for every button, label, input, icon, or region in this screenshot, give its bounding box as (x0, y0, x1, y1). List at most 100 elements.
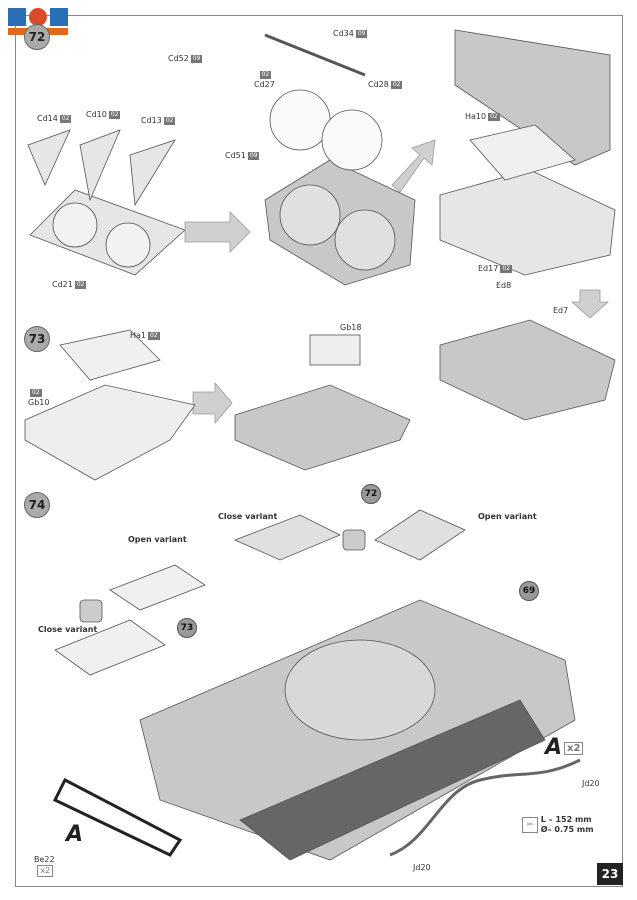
cd34-shaft (264, 33, 366, 77)
sprue-badge: 02 (74, 280, 87, 289)
ha10-grille (469, 124, 576, 181)
deck-assembled (234, 384, 411, 471)
cable-diameter: Ø– 0.75 mm (540, 825, 594, 834)
part-code: Ed17 (478, 264, 499, 273)
arrow-right-1 (184, 211, 251, 253)
deck-with-handles (439, 319, 616, 421)
page-frame (15, 15, 623, 887)
close-variant-label-top: Close variant (218, 512, 278, 521)
part-code: Cd10 (86, 110, 107, 119)
engine-deck-cover (454, 29, 611, 166)
part-code: Cd34 (333, 29, 354, 38)
part-code: Cd27 (254, 80, 275, 89)
track-link-loop (52, 777, 183, 857)
cd28-fan (321, 109, 383, 171)
part-code: Cd52 (168, 54, 189, 63)
part-label-jd20-left: Jd20 (413, 863, 431, 872)
tow-cable (389, 758, 581, 857)
sprue-badge: 09 (190, 54, 203, 63)
sprue-badge: 02 (259, 70, 272, 79)
part-label-ed7: Ed7 (553, 306, 569, 315)
part-code: Cd14 (37, 114, 58, 123)
part-label-jd20-right: Jd20 (582, 779, 600, 788)
gb10-plate (24, 384, 196, 481)
fan-ring-1 (279, 184, 341, 246)
sprue-badge: 02 (108, 110, 121, 119)
cd27-fan (269, 89, 331, 151)
callout-letter: A (545, 735, 563, 760)
ref-step-73: 73 (177, 618, 197, 638)
sprue-badge: 02 (30, 388, 42, 397)
sprue-badge: 02 (390, 80, 403, 89)
cd21-tray (29, 189, 186, 276)
part-code: Ha1 (130, 331, 147, 340)
sprue-badge: 09 (355, 29, 368, 38)
part-code: Gb10 (28, 398, 50, 407)
arrow-down (570, 289, 610, 319)
close-variant-label-left: Close variant (38, 625, 98, 634)
part-code: Be22 (34, 855, 55, 864)
ref-step-69: 69 (519, 581, 539, 601)
arrow-up-right (391, 139, 436, 193)
sprue-badge: 02 (59, 114, 72, 123)
close-variant-grille (54, 619, 166, 676)
track-callout: A (66, 822, 84, 847)
cd13-panel (129, 139, 176, 207)
swap-icon-v (79, 599, 103, 623)
sprue-badge: 02 (488, 112, 500, 121)
arrow-right-2 (192, 381, 233, 425)
open-variant-grille (109, 564, 206, 611)
sprue-badge: 02 (500, 264, 512, 273)
fan-left (52, 202, 98, 248)
step-74-marker: 74 (24, 492, 50, 518)
ha1-grille (59, 329, 161, 381)
part-label-ed8: Ed8 (496, 281, 512, 290)
open-variant-label-left: Open variant (128, 535, 187, 544)
close-variant-deck (233, 514, 341, 561)
quantity-badge: x2 (564, 741, 584, 755)
fan-ring-2 (334, 209, 396, 271)
cd14-panel (27, 129, 71, 186)
cable-length: L – 152 mm (540, 815, 592, 824)
step-73-marker: 73 (24, 326, 50, 352)
step-72-marker: 72 (24, 24, 50, 50)
part-code: Ha10 (465, 112, 487, 121)
sprue-badge: 02 (163, 116, 176, 125)
cut-icon: ✂ (522, 817, 538, 833)
quantity-badge: x2 (37, 865, 54, 877)
track-guard-mesh (239, 699, 546, 861)
part-code: Cd51 (225, 151, 246, 160)
fan-right (105, 222, 151, 268)
part-label-gb18: Gb18 (340, 323, 362, 332)
part-code: Cd13 (141, 116, 162, 125)
turret-ring (284, 639, 436, 741)
cd10-panel (79, 129, 121, 202)
part-code: Cd28 (368, 80, 389, 89)
ref-step-72: 72 (361, 484, 381, 504)
swap-icon-h (342, 529, 366, 551)
page-number: 23 (597, 863, 623, 885)
sprue-badge: 02 (148, 331, 160, 340)
part-code: Cd21 (52, 280, 73, 289)
sprue-badge: 09 (247, 151, 260, 160)
open-variant-fans (374, 509, 466, 561)
cable-spec: ✂ L – 152 mm Ø– 0.75 mm (522, 815, 594, 835)
open-variant-label-top: Open variant (478, 512, 537, 521)
gb18-box (309, 334, 361, 366)
